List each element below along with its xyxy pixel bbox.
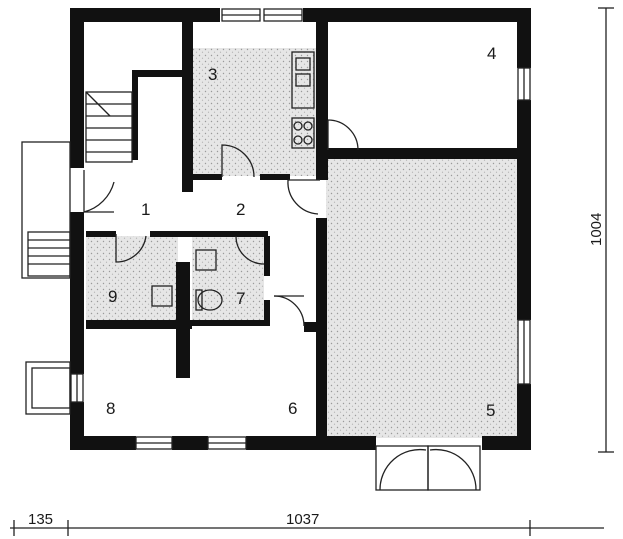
room-label-3: 3 bbox=[208, 65, 217, 84]
staircase bbox=[85, 91, 133, 163]
outer-walls bbox=[70, 8, 531, 450]
room-label-5: 5 bbox=[486, 401, 495, 420]
room-5-floor bbox=[326, 158, 518, 438]
room-label-9: 9 bbox=[108, 287, 117, 306]
windows bbox=[70, 8, 531, 450]
interior-walls bbox=[86, 22, 526, 436]
room-label-1: 1 bbox=[141, 200, 150, 219]
dimension-right-height: 1004 bbox=[588, 213, 605, 246]
kitchen-fixtures bbox=[291, 51, 315, 149]
room-7-floor bbox=[192, 236, 264, 322]
dimension-bottom-left: 135 bbox=[28, 511, 53, 528]
room-3-floor bbox=[192, 48, 318, 176]
entrance-terrace bbox=[21, 141, 71, 415]
room-labels: 1 2 3 4 5 6 7 8 9 bbox=[106, 44, 496, 420]
dimension-lines: 135 1037 1004 bbox=[10, 7, 614, 536]
room-label-2: 2 bbox=[236, 200, 245, 219]
doors bbox=[83, 119, 481, 491]
bathroom-fixtures bbox=[151, 249, 223, 311]
room-label-7: 7 bbox=[236, 289, 245, 308]
dimension-bottom-main: 1037 bbox=[286, 511, 319, 528]
room-label-8: 8 bbox=[106, 399, 115, 418]
floor-tint-areas bbox=[86, 48, 518, 438]
room-9-floor bbox=[86, 236, 178, 322]
room-label-4: 4 bbox=[487, 44, 496, 63]
room-label-6: 6 bbox=[288, 399, 297, 418]
